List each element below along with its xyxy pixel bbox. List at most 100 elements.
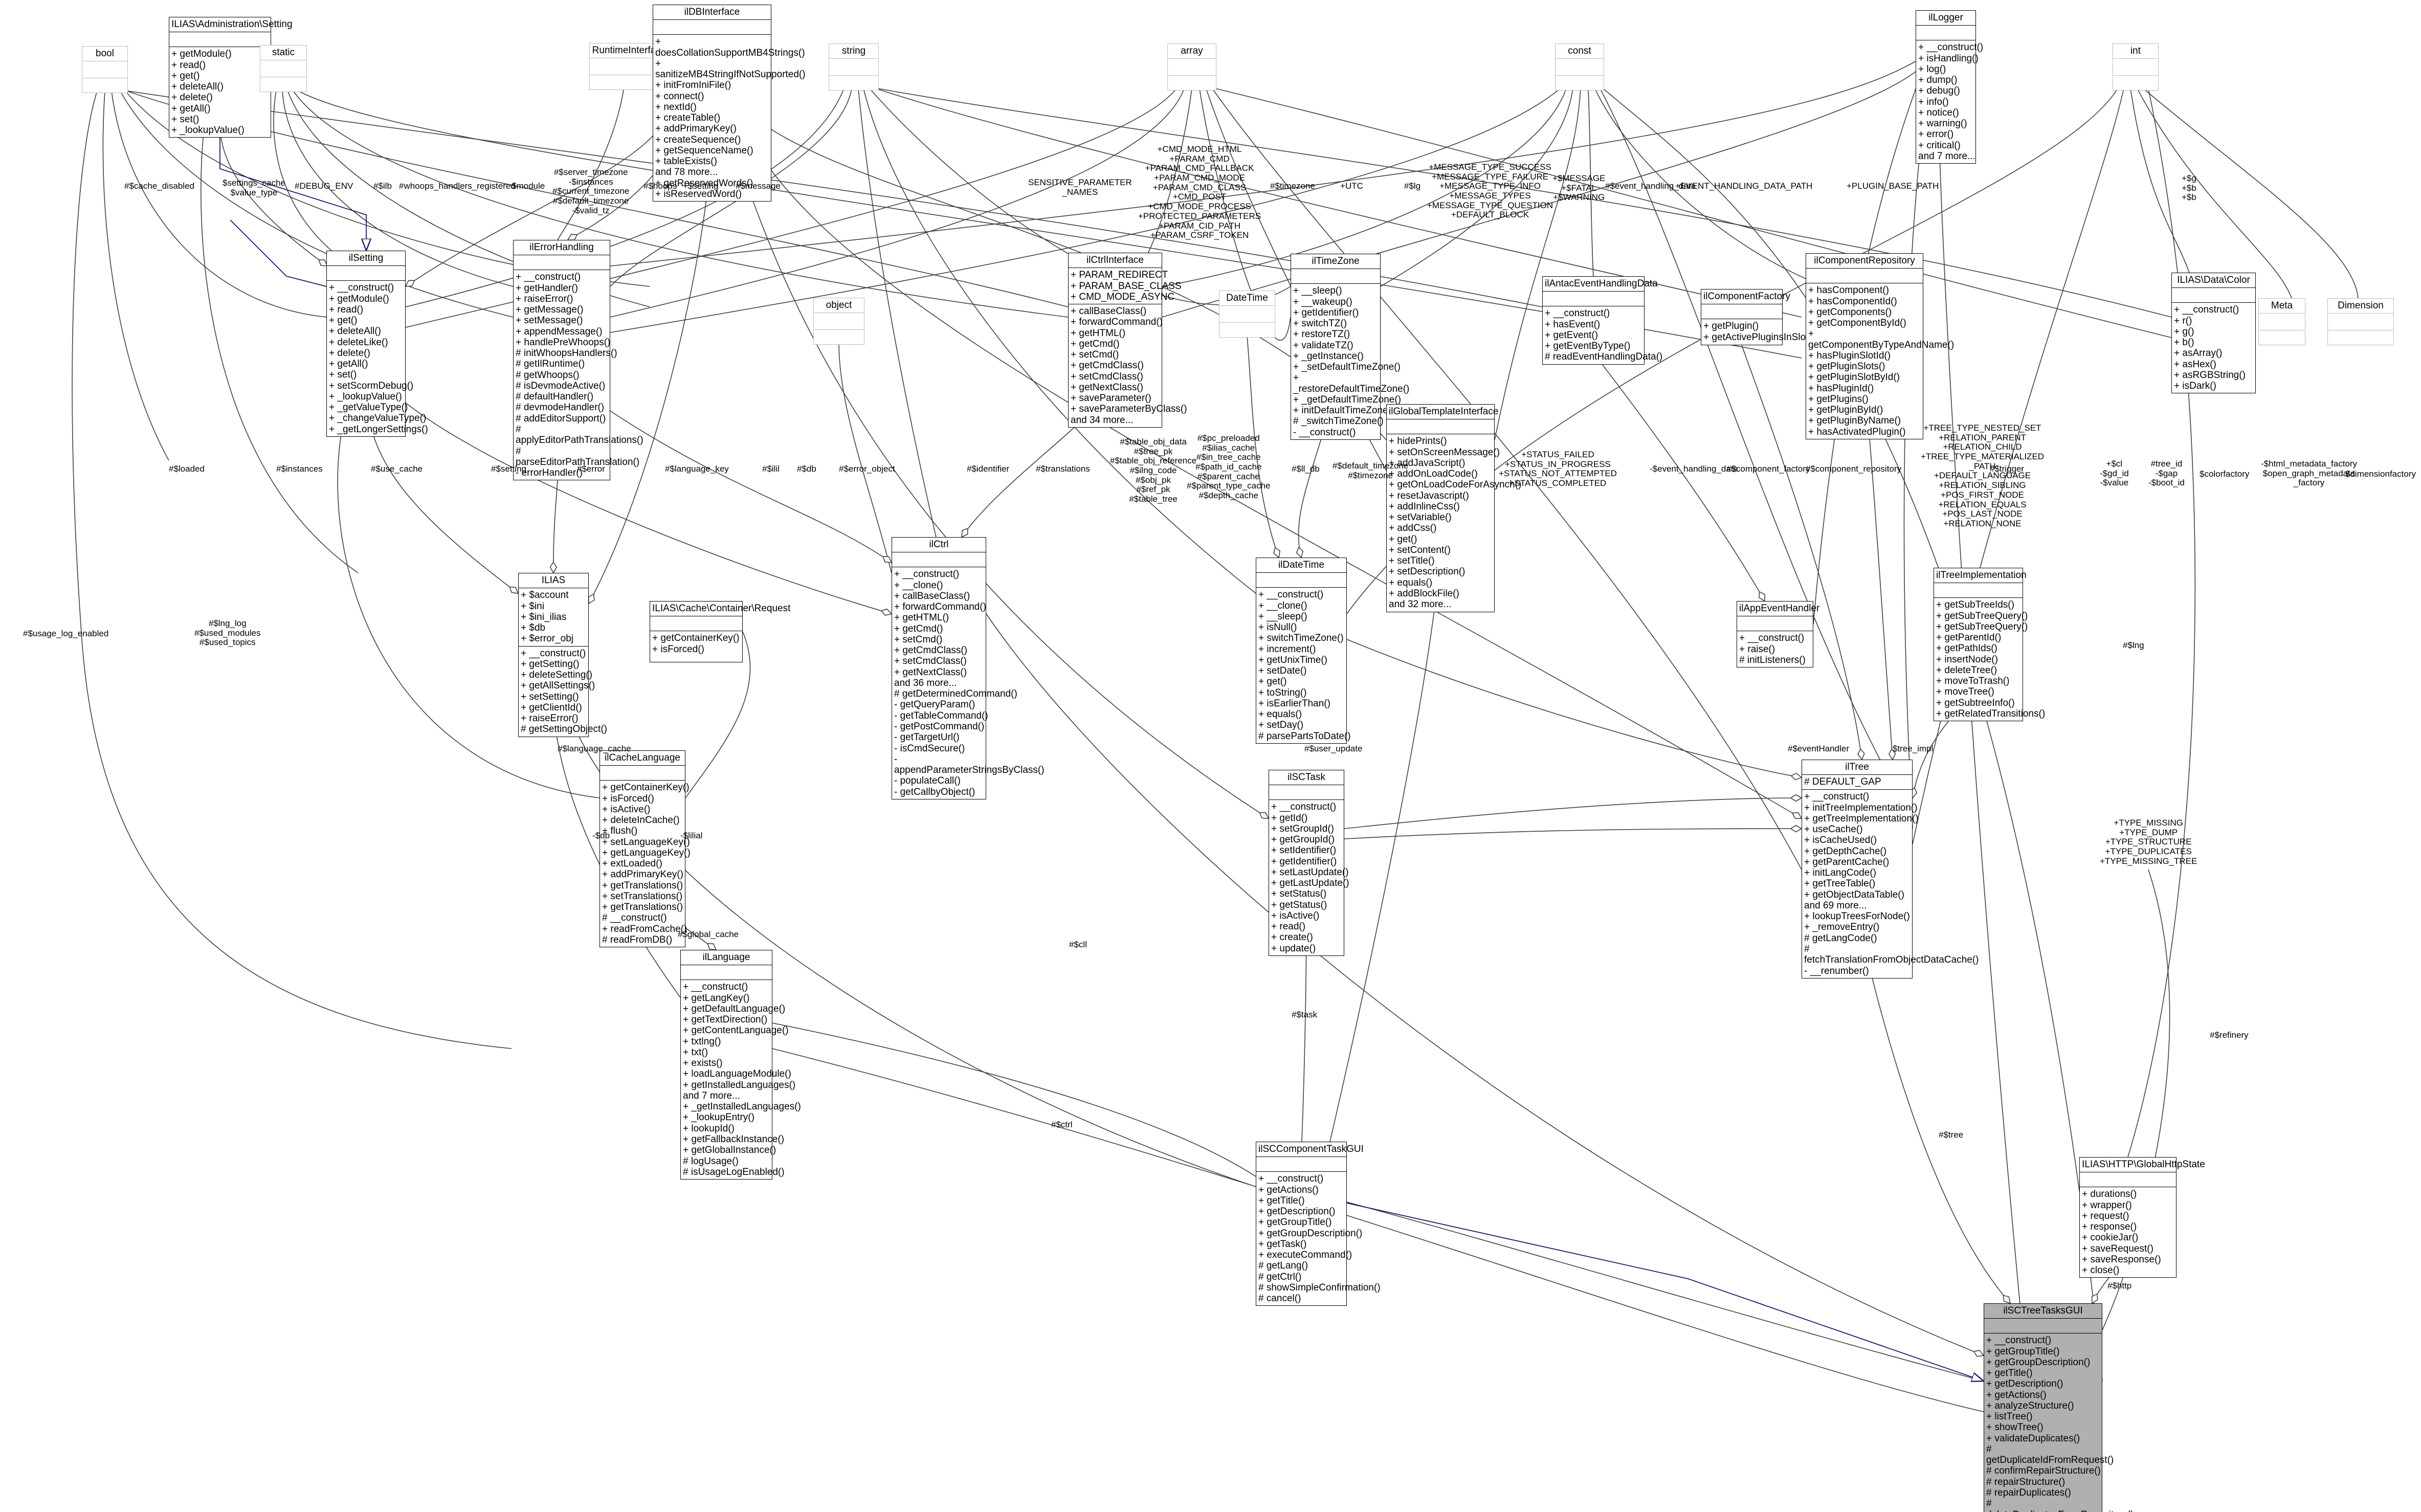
class-node-iltimezone[interactable]: ilTimeZone+ __sleep()+ __wakeup()+ getId… [1291, 254, 1409, 440]
class-name: ilLogger [1916, 11, 1975, 26]
class-node-ilsctask[interactable]: ilSCTask+ __construct()+ getId()+ setGro… [1269, 770, 1349, 956]
class-node-const[interactable]: const [1555, 43, 1604, 91]
class-node-ildatetime[interactable]: ilDateTime+ __construct()+ __clone()+ __… [1256, 558, 1351, 744]
class-operations: + hasComponent()+ hasComponentId()+ getC… [1806, 283, 1954, 439]
operation-row: + read() [1271, 921, 1306, 932]
operation-row: + getContainerKey() [652, 633, 740, 644]
edge-label: #$translations [1036, 464, 1090, 474]
operation-row: + setOnScreenMessage() [1389, 447, 1500, 458]
operation-row: # readEventHandlingData() [1545, 351, 1663, 363]
operation-row: + getUnixTime() [1258, 654, 1327, 665]
operation-row: + appendMessage() [516, 326, 603, 337]
edge-label: #$event_handling_data [1605, 181, 1696, 191]
operation-row: + useCache() [1804, 824, 1863, 835]
class-operations: + getSubTreeIds()+ getSubTreeQuery()+ ge… [1934, 598, 2045, 721]
operation-row: + getFallbackInstance() [683, 1133, 785, 1145]
operation-row: + _getInstance() [1293, 350, 1364, 362]
operation-row: + setCmdClass() [1071, 371, 1143, 382]
operation-row: + getClientId() [521, 702, 582, 713]
class-node-ilcachelanguage[interactable]: ilCacheLanguage+ getContainerKey()+ isFo… [599, 750, 691, 948]
operation-row: # addEditorSupport() [516, 413, 606, 424]
operation-row: + __construct() [1258, 1173, 1324, 1185]
class-name: ILIAS\Cache\Container\Request [650, 602, 790, 617]
class-node-int[interactable]: int [2113, 43, 2159, 91]
operation-row: # logUsage() [683, 1155, 739, 1167]
class-node-static[interactable]: static [260, 45, 307, 93]
class-attributes [1934, 583, 2023, 598]
operation-row: + getSubtreeInfo() [1936, 697, 2015, 708]
operation-row: + setScormDebug() [329, 380, 414, 391]
class-node-ilsccomponenttaskgui[interactable]: ilSCComponentTaskGUI + __construct() + get… [1256, 1142, 1381, 1306]
class-node-illanguage[interactable]: ilLanguage+ __construct()+ getLangKey()+… [680, 950, 801, 1180]
class-node-datetime[interactable]: DateTime [1219, 291, 1275, 338]
class-node-ilglobaltemplateinterface[interactable]: ilGlobalTemplateInterface+ hidePrints()+… [1386, 404, 1521, 612]
operation-row: + durations() [2082, 1189, 2137, 1200]
operation-row: + getParentId() [1936, 632, 2002, 643]
class-node-ilias[interactable]: ILIAS+ $account+ $ini+ $ini_ilias+ $db+ … [518, 573, 607, 737]
operation-row: + getPlugins() [1808, 393, 1869, 405]
operation-row: + r() [2174, 315, 2192, 326]
operation-row: + addCss() [1389, 523, 1437, 534]
operation-row: + getGroupId() [1271, 834, 1335, 846]
class-node-illogger[interactable]: ilLogger+ __construct()+ isHandling()+ l… [1916, 10, 1983, 164]
class-node-dimension[interactable]: Dimension [2327, 298, 2394, 346]
operation-row: + __construct() [1804, 791, 1870, 803]
class-name: ilSCComponentTaskGUI [1256, 1142, 1364, 1158]
operation-row: + __construct() [1271, 802, 1337, 813]
attribute-row: + PARAM_REDIRECT [1071, 270, 1168, 281]
edge-label: #$usage_log_enabled [23, 629, 109, 638]
class-node-ilias_data_color[interactable]: ILIAS\Data\Color+ __construct()+ r()+ g(… [2171, 273, 2256, 394]
class-node-array[interactable]: array [1167, 43, 1216, 91]
class-operations: + __construct()+ hasEvent()+ getEvent()+… [1543, 306, 1663, 364]
edge-label: -$lilial [680, 831, 703, 840]
class-node-ilantacteventhandlingdata[interactable]: ilAntacEventHandlingData + __construct()+… [1542, 276, 1663, 365]
operation-row: + equals() [1389, 577, 1433, 588]
class-node-ilsetting[interactable]: ilSetting+ __construct()+ getModule()+ r… [326, 251, 428, 437]
attribute-row: + $ini [521, 601, 544, 612]
class-node-ilctrl[interactable]: ilCtrl+ __construct()+ __clone()+ callBa… [892, 537, 1045, 799]
class-node-meta[interactable]: Meta [2258, 298, 2305, 346]
class-node-string[interactable]: string [829, 43, 879, 91]
operation-row: # initWhoopsHandlers() [516, 348, 617, 359]
edge-label: #$error_object [839, 464, 895, 474]
class-node-iltree[interactable]: ilTree# DEFAULT_GAP+ __construct()+ init… [1802, 760, 1979, 979]
edge-label: #$server_timezone -$instances #$current_… [552, 167, 630, 215]
operation-row: # parseEditorPathTranslation() [516, 446, 640, 468]
operation-row: - __renumber() [1804, 965, 1869, 976]
class-attributes [1387, 419, 1494, 435]
class-attributes [1916, 26, 1975, 41]
class-operations [814, 330, 864, 344]
class-node-ilcomponentfactory[interactable]: ilComponentFactory+ getPlugin()+ getActi… [1701, 289, 1815, 345]
operation-row: - populateCall() [894, 775, 961, 787]
class-node-ilerrorhandling[interactable]: ilErrorHandling+ __construct()+ getHandl… [513, 240, 643, 481]
attribute-row: + $error_obj [521, 633, 573, 644]
class-name: ilAntacEventHandlingData [1543, 277, 1658, 292]
class-node-ilsctreetasksgui[interactable]: ilSCTreeTasksGUI+ __construct()+ getGrou… [1984, 1303, 2134, 1512]
operation-row: + getCmd() [1071, 338, 1120, 349]
class-node-object[interactable]: object [813, 298, 864, 345]
operation-row: + getHandler() [516, 282, 578, 294]
class-node-ilappeventhandler[interactable]: ilAppEventHandler+ __construct()+ raise(… [1737, 601, 1819, 668]
operation-row: + getParentCache() [1804, 856, 1890, 868]
attribute-row: + $db [521, 622, 546, 634]
class-operations: + __construct()+ getSetting()+ deleteSet… [519, 647, 607, 737]
class-name: bool [82, 47, 127, 62]
edge-label: #$instances [276, 464, 323, 474]
class-attributes [2113, 59, 2158, 76]
class-name: ilAppEventHandler [1737, 602, 1819, 617]
class-node-ilctrlinterface[interactable]: ilCtrlInterface+ PARAM_REDIRECT+ PARAM_B… [1068, 253, 1187, 428]
operation-row: + __construct() [521, 648, 586, 659]
class-node-ilias_http_globalhttpstate[interactable]: ILIAS\HTTP\GlobalHttpState+ durations()+… [2079, 1157, 2205, 1278]
class-operations: + getModule()+ read()+ get()+ deleteAll(… [169, 47, 271, 137]
class-attributes [650, 616, 742, 632]
operation-row: + getGroupTitle() [1258, 1217, 1332, 1228]
class-node-iltreeimplementation[interactable]: ilTreeImplementation+ getSubTreeIds()+ g… [1934, 568, 2045, 722]
operation-row: + isCacheUsed() [1804, 835, 1877, 846]
class-node-ilcomponentrepository[interactable]: ilComponentRepository+ hasComponent()+ h… [1806, 253, 1954, 439]
operation-row: + _getValueType() [329, 402, 408, 413]
class-node-ilias_admin_setting[interactable]: ILIAS\Administration\Setting+ getModule(… [169, 17, 293, 138]
class-node-ilcachecontainer[interactable]: ILIAS\Cache\Container\Request + getContai… [650, 601, 790, 662]
class-node-ildbinterface[interactable]: ilDBInterface+ doesCollationSupportMB4St… [653, 5, 806, 202]
class-node-bool[interactable]: bool [82, 46, 128, 94]
class-operations: + getContainerKey()+ isForced() [650, 631, 742, 656]
